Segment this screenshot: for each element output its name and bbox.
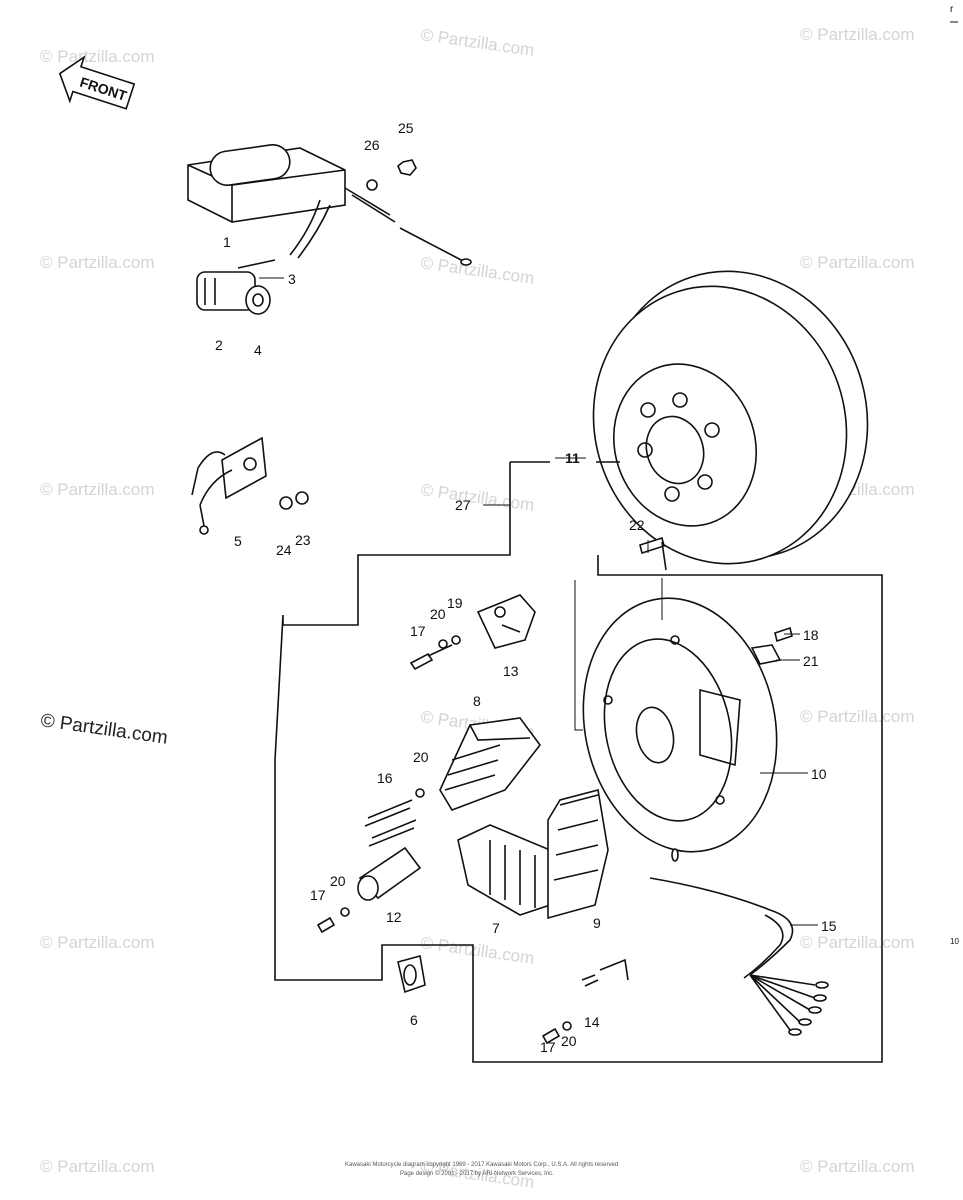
watermark: © Partzilla.com bbox=[800, 253, 915, 272]
watermark: © Partzilla.com bbox=[419, 933, 535, 968]
watermark: © Partzilla.com bbox=[40, 933, 155, 952]
callout-16: 16 bbox=[377, 770, 393, 786]
callout-4: 4 bbox=[254, 342, 262, 358]
watermark: © Partzilla.com bbox=[800, 1157, 915, 1176]
watermark: © Partzilla.com bbox=[419, 253, 535, 288]
callout-24: 24 bbox=[276, 542, 292, 558]
watermark: © Partzilla.com bbox=[40, 480, 155, 499]
watermark: © Partzilla.com bbox=[419, 480, 535, 515]
long-screws bbox=[364, 799, 417, 847]
callout-17: 17 bbox=[310, 887, 326, 903]
callout-25: 25 bbox=[398, 120, 414, 136]
callout-9: 9 bbox=[593, 915, 601, 931]
footer-page-design: Page design © 2001 - 2017 by ARI Network… bbox=[400, 1170, 554, 1177]
callout-14: 14 bbox=[584, 1014, 600, 1030]
charging-coil-8 bbox=[439, 717, 542, 811]
condenser bbox=[357, 846, 422, 901]
callout-12: 12 bbox=[386, 909, 402, 925]
callout-19: 19 bbox=[447, 595, 463, 611]
callout-23: 23 bbox=[295, 532, 311, 548]
condenser-bracket bbox=[191, 436, 267, 535]
callout-20: 20 bbox=[430, 606, 446, 622]
callout-20: 20 bbox=[561, 1033, 577, 1049]
callout-17: 17 bbox=[540, 1039, 556, 1055]
callout-21: 21 bbox=[803, 653, 819, 669]
wire-harness bbox=[649, 848, 829, 1036]
callout-8: 8 bbox=[473, 693, 481, 709]
bracket-21 bbox=[750, 626, 793, 665]
callout-26: 26 bbox=[364, 137, 380, 153]
callout-17: 17 bbox=[410, 623, 426, 639]
assembly-frame bbox=[274, 461, 883, 1063]
stator-plate bbox=[582, 597, 778, 853]
watermark: © Partzilla.com bbox=[40, 47, 155, 66]
watermark: © Partzilla.com bbox=[800, 933, 915, 952]
callout-5: 5 bbox=[234, 533, 242, 549]
screw-22 bbox=[639, 536, 667, 571]
watermark: © Partzilla.com bbox=[800, 707, 915, 726]
callout-22: 22 bbox=[629, 517, 645, 533]
callout-1: 1 bbox=[223, 234, 231, 250]
callout-11: 11 bbox=[565, 450, 580, 466]
callout-18: 18 bbox=[803, 627, 819, 643]
edge-mark-top-right: r bbox=[950, 4, 954, 15]
screws-washers bbox=[316, 635, 572, 1045]
footer-copyright: Kawasaki Motorcycle diagram copyright 19… bbox=[345, 1162, 618, 1168]
charging-coil-9 bbox=[547, 789, 609, 920]
callout-20: 20 bbox=[413, 749, 429, 765]
ignition-coil bbox=[187, 143, 472, 266]
callout-10: 10 bbox=[811, 766, 827, 782]
contact-breaker bbox=[476, 594, 536, 649]
footer: Kawasaki Motorcycle diagram copyright 19… bbox=[345, 1162, 618, 1177]
callout-6: 6 bbox=[410, 1012, 418, 1028]
watermark: © Partzilla.com bbox=[40, 253, 155, 272]
watermark-layer: © Partzilla.com © Partzilla.com © Partzi… bbox=[39, 25, 914, 1192]
front-arrow-shape bbox=[58, 55, 136, 110]
callout-27: 27 bbox=[455, 497, 471, 513]
callout-20: 20 bbox=[330, 873, 346, 889]
callout-7: 7 bbox=[492, 920, 500, 936]
small-nuts bbox=[279, 159, 417, 510]
callout-15: 15 bbox=[821, 918, 837, 934]
callout-labels: 1 2 3 4 5 6 7 8 9 10 11 12 13 14 15 16 1… bbox=[215, 120, 837, 1055]
wire-clip bbox=[581, 958, 629, 987]
watermark: © Partzilla.com bbox=[800, 25, 915, 44]
watermark: © Partzilla.com bbox=[419, 25, 535, 60]
callout-2: 2 bbox=[215, 337, 223, 353]
grommet bbox=[397, 954, 426, 994]
plug-cap bbox=[196, 259, 276, 315]
watermark: © Partzilla.com bbox=[40, 1157, 155, 1176]
charging-coil-7 bbox=[457, 824, 551, 916]
callout-3: 3 bbox=[288, 271, 296, 287]
edge-mark-right: 10 bbox=[950, 937, 959, 946]
leader-lines bbox=[259, 277, 818, 926]
callout-13: 13 bbox=[503, 663, 519, 679]
flywheel-rotor bbox=[592, 270, 869, 565]
watermark-prominent: © Partzilla.com bbox=[39, 710, 169, 749]
